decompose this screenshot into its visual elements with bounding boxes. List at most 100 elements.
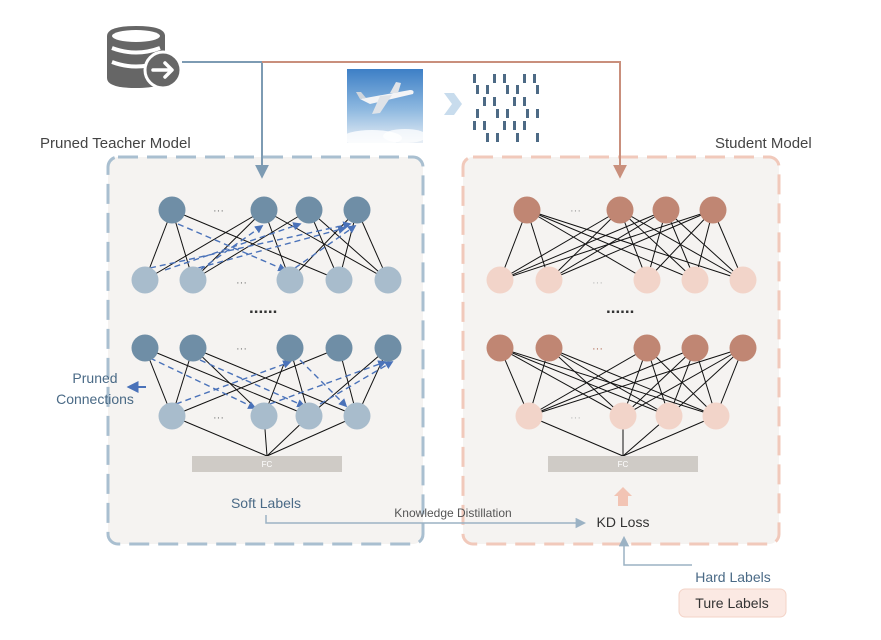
weight-bar (503, 121, 506, 130)
network-connection (619, 209, 744, 281)
weight-bar (473, 74, 476, 83)
neuron-node (535, 266, 563, 294)
weight-bar (496, 133, 499, 142)
pruned-label-line2: Connections (56, 391, 134, 407)
hard-labels: Hard Labels (695, 569, 771, 585)
neuron-node (652, 196, 680, 224)
weight-bar (536, 85, 539, 94)
student-dots-small-2: ··· (592, 277, 603, 289)
weight-bar (486, 85, 489, 94)
weight-bar (483, 121, 486, 130)
network-connection (499, 347, 670, 417)
soft-to-kd-arrow (265, 515, 587, 529)
student-fc-label: FC (618, 460, 629, 469)
teacher-dots-small-3: ··· (236, 343, 247, 355)
neuron-node (655, 402, 683, 430)
pruned-connection (199, 359, 306, 408)
pruned-connection (294, 225, 357, 269)
neuron-node (606, 196, 634, 224)
weight-bar (503, 74, 506, 83)
pruned-connection (164, 222, 302, 271)
weight-bar (486, 133, 489, 142)
network-connection (528, 347, 744, 417)
fc-connection (622, 415, 717, 457)
weight-bar (483, 97, 486, 106)
teacher-panel (106, 155, 425, 546)
weight-bar (493, 74, 496, 83)
network-connection (548, 347, 717, 417)
network-connection (499, 209, 714, 281)
weight-bar (513, 97, 516, 106)
neuron-node (295, 402, 323, 430)
neuron-node (374, 334, 402, 362)
database-arrow-icon (107, 26, 183, 90)
network-connection (548, 347, 670, 417)
weight-bar (523, 74, 526, 83)
pruned-connection (197, 225, 347, 269)
teacher-dots-small-4: ··· (213, 412, 224, 424)
neuron-node (515, 402, 543, 430)
student-dots-big: ...... (606, 298, 634, 317)
network-connection (499, 209, 621, 281)
weight-bar (536, 133, 539, 142)
teacher-dots-big: ...... (249, 298, 277, 317)
neuron-node (486, 266, 514, 294)
feature-chevron-icon (444, 93, 462, 115)
network-connection (619, 209, 696, 281)
neuron-node (729, 334, 757, 362)
network-connection (144, 347, 310, 417)
airplane-photo (342, 69, 427, 146)
network-connection (499, 209, 667, 281)
neuron-node (535, 334, 563, 362)
network-connection (528, 347, 696, 417)
student-dots-small-4: ··· (570, 412, 581, 424)
kd-loss-up-arrow (614, 487, 632, 506)
student-title: Student Model (715, 135, 812, 152)
teacher-dots-small-2: ··· (236, 277, 247, 289)
pruned-label-line1: Pruned (72, 370, 117, 386)
weight-bar (473, 121, 476, 130)
network-connection (263, 209, 389, 281)
neuron-node (681, 334, 709, 362)
weight-bar (493, 97, 496, 106)
pruned-weight-pattern-icon (473, 74, 539, 142)
student-fc-layer (548, 456, 698, 472)
neuron-node (486, 334, 514, 362)
network-connection (171, 209, 340, 281)
neuron-node (374, 266, 402, 294)
true-labels-box (678, 588, 787, 618)
neuron-node (702, 402, 730, 430)
weight-bar (523, 121, 526, 130)
pruned-connection (149, 221, 352, 269)
kd-loss-label: KD Loss (597, 514, 650, 530)
neuron-node (179, 266, 207, 294)
network-connection (548, 209, 621, 281)
neuron-node (179, 334, 207, 362)
neuron-node (343, 402, 371, 430)
pruned-connection (299, 359, 348, 408)
neuron-node (325, 334, 353, 362)
student-dots-small-3: ··· (592, 343, 603, 355)
weight-bar (506, 109, 509, 118)
neuron-node (343, 196, 371, 224)
neuron-node (513, 196, 541, 224)
network-connection (526, 209, 648, 281)
network-connection (192, 209, 310, 281)
neuron-node (131, 266, 159, 294)
fc-connection (528, 415, 624, 457)
network-connection (646, 209, 714, 281)
network-connection (548, 209, 714, 281)
neuron-node (609, 402, 637, 430)
pruned-connection (199, 225, 264, 271)
weight-bar (476, 109, 479, 118)
teacher-dots-small-1: ··· (213, 205, 224, 217)
network-connection (622, 347, 744, 417)
weight-bar (506, 85, 509, 94)
knowledge-distillation-label: Knowledge Distillation (394, 506, 511, 520)
teacher-fc-layer (192, 456, 342, 472)
neuron-node (633, 266, 661, 294)
weight-bar (496, 109, 499, 118)
neuron-node (681, 266, 709, 294)
weight-bar (523, 97, 526, 106)
weight-bar (533, 74, 536, 83)
